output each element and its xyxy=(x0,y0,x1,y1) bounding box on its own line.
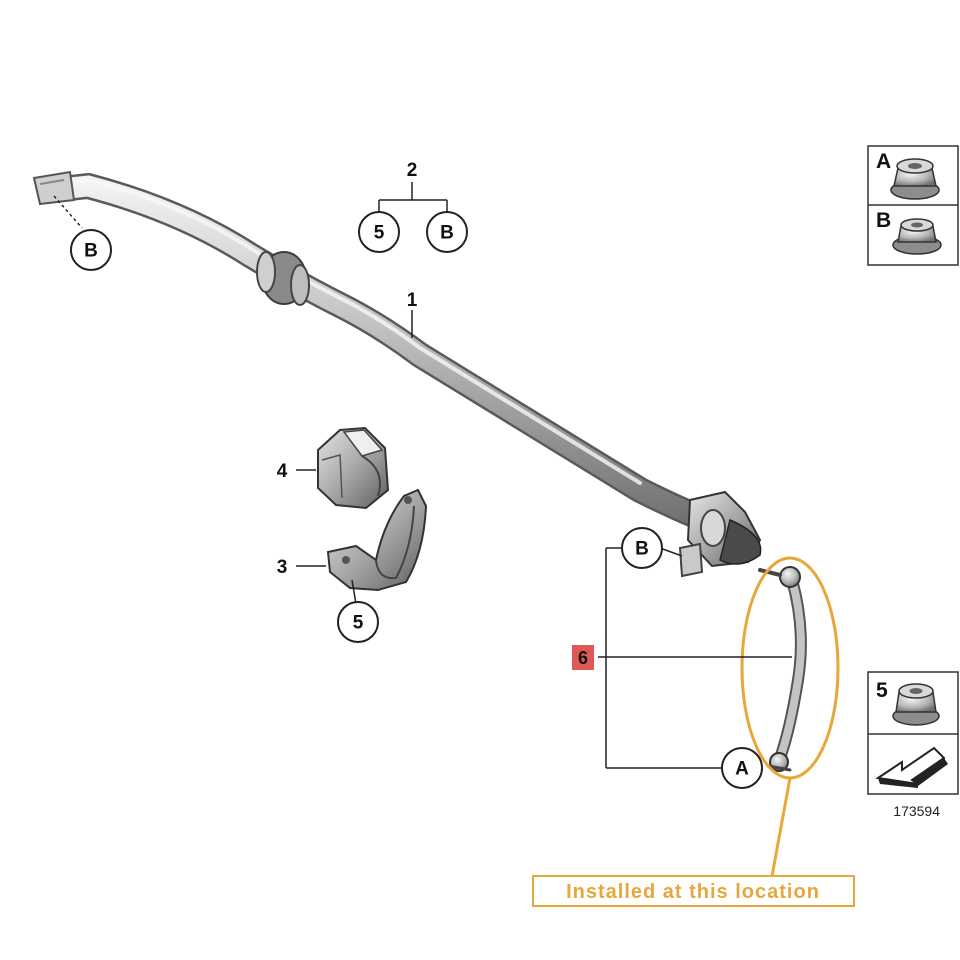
callout-1: 1 xyxy=(407,290,418,311)
nut-5-icon xyxy=(892,683,940,726)
circle-callout-bracket-5: 5 xyxy=(337,601,379,643)
circle-callout-group-b: B xyxy=(426,211,468,253)
diagram-id: 173594 xyxy=(893,803,940,819)
direction-arrow-icon xyxy=(875,746,948,788)
installation-note: Installed at this location xyxy=(532,875,855,907)
bar-rubber-mount xyxy=(256,251,310,306)
nut-a-icon xyxy=(890,158,940,200)
callout-4: 4 xyxy=(277,461,288,482)
mounting-bracket xyxy=(326,488,428,592)
rubber-bushing xyxy=(317,426,390,510)
part-6-highlight xyxy=(572,645,594,670)
legend-letter-5: 5 xyxy=(876,679,888,702)
highlight-leader-line xyxy=(770,777,792,877)
svg-text:B: B xyxy=(84,241,98,262)
circle-callout-link-a: A xyxy=(721,747,763,789)
stabilizer-link xyxy=(758,566,807,772)
svg-text:B: B xyxy=(635,539,649,560)
installation-note-text: Installed at this location xyxy=(566,881,820,903)
legend-letter-a: A xyxy=(876,150,891,173)
circle-callout-left-b: B xyxy=(70,229,112,271)
leader-lines xyxy=(53,182,792,769)
legend-nut-5: 5 xyxy=(867,671,959,795)
svg-text:A: A xyxy=(735,759,749,780)
right-end-mount xyxy=(678,490,762,578)
circle-callout-group-5: 5 xyxy=(358,211,400,253)
legend-letter-b: B xyxy=(876,209,891,232)
callout-2: 2 xyxy=(407,160,418,181)
svg-text:5: 5 xyxy=(374,223,385,244)
callout-6: 6 xyxy=(578,648,588,668)
legend-nuts-ab: A B xyxy=(867,145,959,266)
svg-text:B: B xyxy=(440,223,454,244)
nut-b-icon xyxy=(892,218,942,255)
circle-callout-link-b: B xyxy=(621,527,663,569)
svg-text:5: 5 xyxy=(353,613,364,634)
callout-3: 3 xyxy=(277,557,288,578)
